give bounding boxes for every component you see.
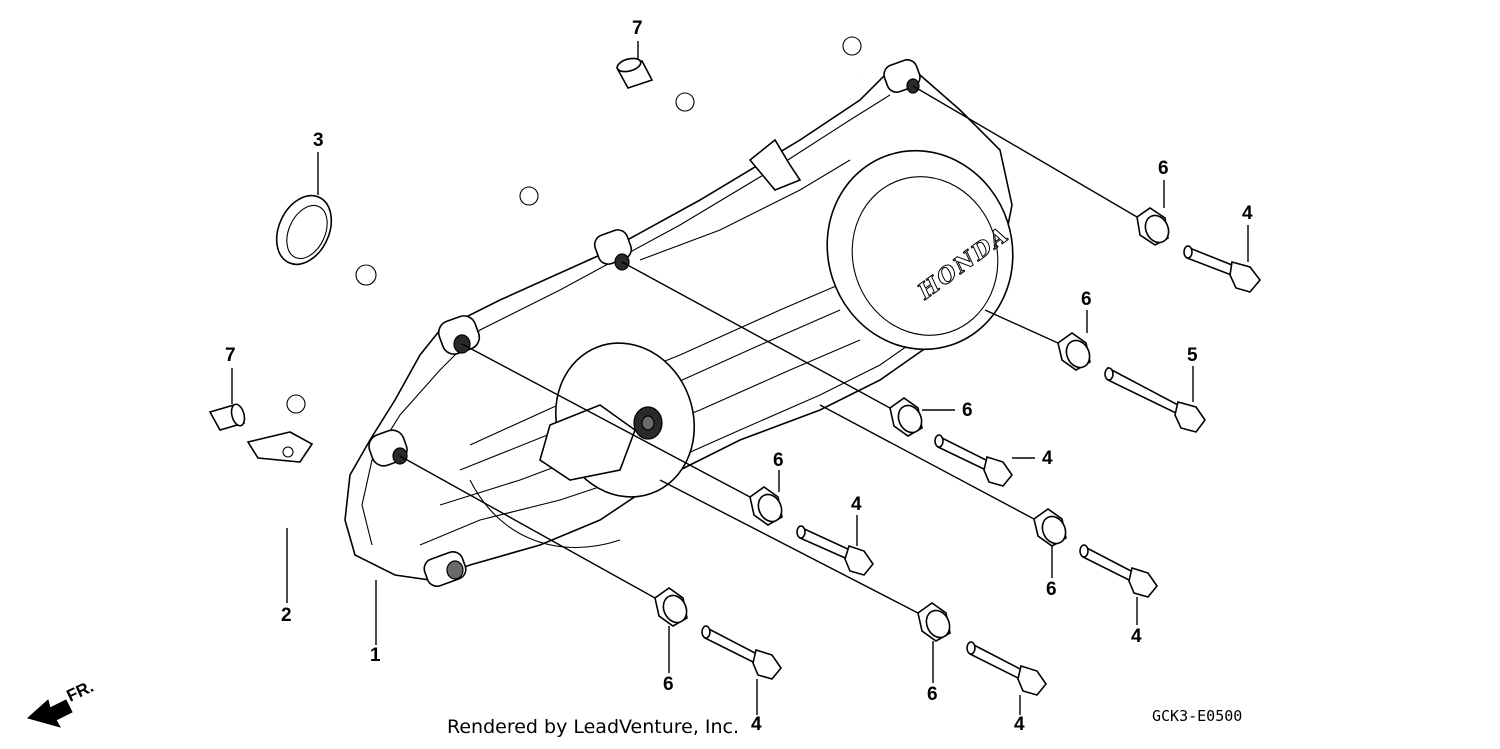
bolt-4 [1079,544,1159,598]
bolt-6 [701,625,783,680]
callout-6-a: 6 [1158,158,1169,179]
callout-4-e: 4 [751,714,762,735]
collar-4 [749,486,783,526]
callout-6-c: 6 [962,400,973,421]
gasket [246,36,864,532]
callout-4-c: 4 [851,494,862,515]
bolt-1 [1183,245,1262,293]
callout-6-b: 6 [1081,289,1092,310]
callout-1: 1 [370,645,381,666]
front-arrow-icon: FR. [26,677,97,728]
callout-6-g: 6 [927,684,938,705]
bolt-3 [796,525,875,576]
callout-2: 2 [281,605,292,626]
collar-1 [1136,207,1170,246]
callout-3: 3 [313,130,324,151]
collar-7 [917,602,951,642]
front-label: FR. [64,677,97,706]
callouts: 1 2 3 7 7 6 4 6 5 6 4 6 4 6 4 6 4 6 4 [225,18,1253,735]
collar-3 [889,397,923,437]
callout-5: 5 [1187,345,1198,366]
leader-lines [231,41,1249,715]
callout-4-d: 4 [1131,626,1142,647]
bolt-5 [1104,366,1206,433]
dowel-pin-top [615,57,654,89]
collar-6 [654,587,688,627]
rendered-by-footer: Rendered by LeadVenture, Inc. [447,716,740,738]
callout-4-b: 4 [1042,448,1053,469]
callout-7-top: 7 [632,18,643,39]
diagram-code: GCK3-E0500 [1152,707,1243,725]
callout-6-e: 6 [1046,579,1057,600]
bolt-7 [966,641,1048,696]
collar-5 [1033,508,1067,547]
callout-6-f: 6 [663,674,674,695]
seal-ring [275,194,333,266]
callout-4-f: 4 [1014,714,1025,735]
collar-2 [1057,332,1091,371]
callout-7-left: 7 [225,345,236,366]
bolt-2 [934,434,1014,487]
callout-4-a: 4 [1242,203,1253,224]
callout-6-d: 6 [773,450,784,471]
left-crankcase-cover: HONDA [344,59,1015,587]
dowel-pin-left [208,403,246,431]
